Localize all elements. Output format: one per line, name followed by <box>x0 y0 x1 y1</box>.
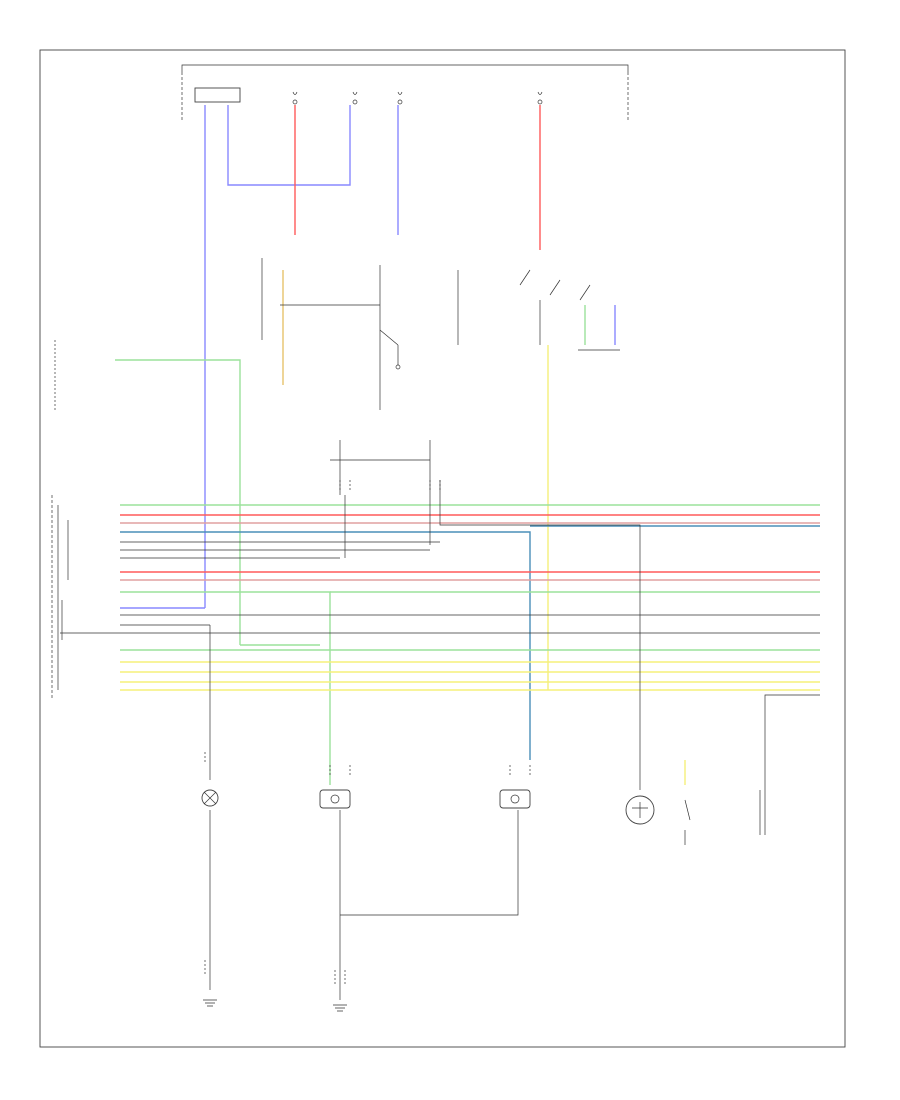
fuse-icon <box>292 91 543 95</box>
diagram-frame <box>39 49 846 1048</box>
ground-icon <box>333 1004 347 1012</box>
switch-group <box>519 269 620 351</box>
fuse-box-top <box>181 64 629 120</box>
wire-right-drop <box>764 694 820 835</box>
lamp-icon <box>625 795 655 825</box>
lamp-icon <box>201 789 219 807</box>
relay-switch-area <box>261 258 459 495</box>
left-component <box>54 340 241 645</box>
lamp-icon <box>319 789 351 809</box>
bus-wires <box>60 480 820 765</box>
top-wires <box>204 105 541 608</box>
connector-marks <box>204 480 531 985</box>
ground-icon <box>203 999 217 1007</box>
lower-lamps <box>201 625 761 1000</box>
main-connector-block <box>51 495 69 700</box>
relay-box <box>194 87 241 103</box>
lamp-icon <box>499 789 531 809</box>
